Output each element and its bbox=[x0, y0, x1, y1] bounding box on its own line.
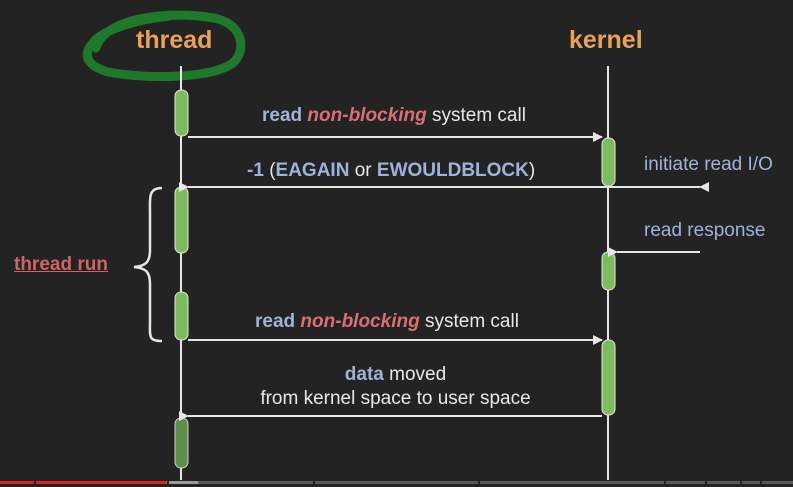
thread-activation bbox=[174, 186, 189, 254]
reply1-error2: EWOULDBLOCK bbox=[376, 160, 529, 181]
thread-run-label: thread run bbox=[14, 254, 108, 275]
highlight-circle-annotation bbox=[82, 10, 246, 82]
reply1-error1: EAGAIN bbox=[275, 160, 350, 181]
data-moved-keyword: data bbox=[344, 364, 384, 385]
call2-emphasis: non-blocking bbox=[300, 311, 420, 332]
data-moved-rest: moved bbox=[389, 364, 447, 385]
reply1-label: -1 (EAGAIN or EWOULDBLOCK) bbox=[247, 161, 535, 180]
call2-keyword: read bbox=[255, 311, 296, 332]
thread-activation bbox=[174, 291, 189, 341]
data-moved-line1: data moved bbox=[247, 365, 544, 384]
initiate-read-label: initiate read I/O bbox=[644, 154, 773, 175]
kernel-activation bbox=[601, 137, 616, 187]
thread-run-brace bbox=[133, 186, 163, 343]
progress-track[interactable] bbox=[0, 481, 793, 484]
read-response-label: read response bbox=[644, 220, 766, 241]
progress-played bbox=[0, 481, 167, 484]
call1-keyword: read bbox=[262, 105, 303, 126]
kernel-activation bbox=[601, 251, 616, 291]
data-moved-line2: from kernel space to user space bbox=[260, 388, 531, 409]
call1-label: read non-blocking system call bbox=[262, 106, 526, 125]
kernel-participant-label: kernel bbox=[569, 26, 643, 54]
thread-activation bbox=[174, 89, 189, 137]
thread-activation bbox=[174, 417, 189, 469]
reply1-close-paren: ) bbox=[528, 160, 536, 181]
reply1-open-paren: ( bbox=[269, 160, 276, 181]
data-moved-label: data moved from kernel space to user spa… bbox=[247, 365, 544, 408]
call2-label: read non-blocking system call bbox=[255, 312, 519, 331]
chapter-gaps bbox=[34, 481, 762, 484]
reply1-or: or bbox=[354, 160, 372, 181]
kernel-activation bbox=[601, 339, 616, 416]
call1-emphasis: non-blocking bbox=[307, 105, 427, 126]
reply1-code: -1 bbox=[247, 160, 264, 181]
call1-rest: system call bbox=[431, 105, 526, 126]
thread-participant-label: thread bbox=[136, 26, 213, 54]
call2-rest: system call bbox=[424, 311, 519, 332]
